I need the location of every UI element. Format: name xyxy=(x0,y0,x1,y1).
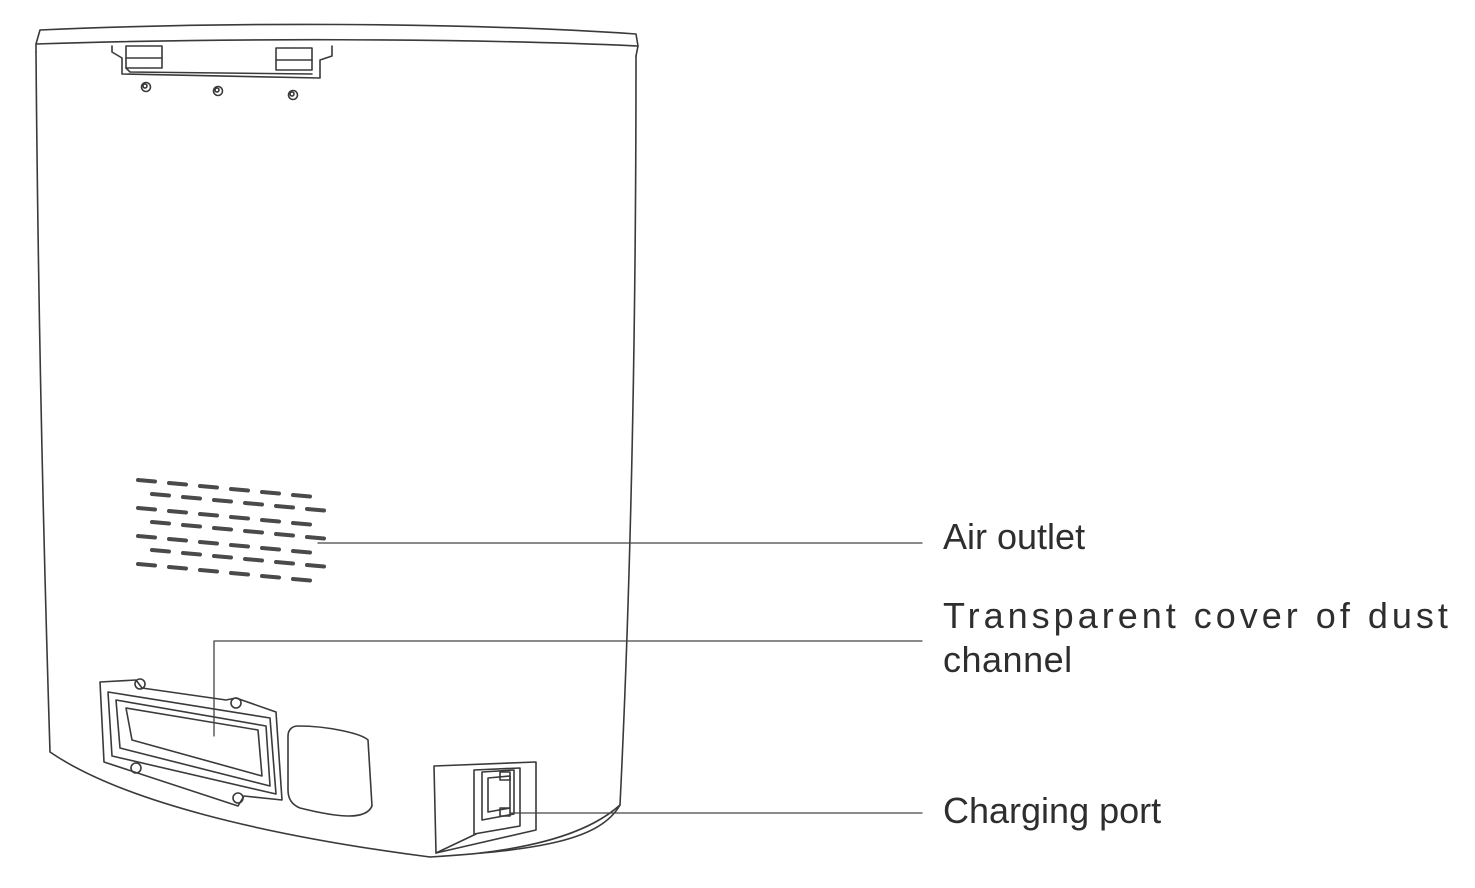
vent-slot xyxy=(260,574,281,580)
charging-port-socket xyxy=(433,761,537,854)
vent-slot xyxy=(305,535,326,541)
vent-slot xyxy=(181,523,202,529)
vent-slot xyxy=(291,493,312,499)
vent-slot xyxy=(229,487,250,493)
vent-slot xyxy=(212,526,233,532)
vent-slot xyxy=(305,507,326,513)
vent-slot xyxy=(150,492,171,498)
vent-slot xyxy=(243,501,264,507)
dust-channel-cover xyxy=(99,678,283,807)
side-panel xyxy=(287,725,373,817)
vent-slot xyxy=(136,562,157,568)
vent-slot xyxy=(212,554,233,560)
vent-slot xyxy=(181,551,202,557)
vent-slot xyxy=(274,560,295,566)
lid-hinge xyxy=(111,45,333,79)
air-outlet-vents xyxy=(136,478,326,583)
vent-slot xyxy=(291,521,312,527)
vent-slot xyxy=(136,506,157,512)
vent-slot xyxy=(229,515,250,521)
vent-slot xyxy=(305,563,326,569)
vent-slot xyxy=(181,495,202,501)
vent-slot xyxy=(243,557,264,563)
vent-slot xyxy=(167,481,188,487)
vent-slot xyxy=(243,529,264,535)
vent-slot xyxy=(229,543,250,549)
leader-dust-channel xyxy=(213,640,923,737)
vent-slot xyxy=(260,518,281,524)
dust-channel-cover-label-line1: Transparent cover of dust xyxy=(943,595,1452,636)
vent-slot xyxy=(150,520,171,526)
station-lid xyxy=(35,23,639,57)
vent-slot xyxy=(274,504,295,510)
vent-slot xyxy=(198,540,219,546)
dust-channel-cover-label: Transparent cover of dust channel xyxy=(943,594,1452,682)
vent-slot xyxy=(198,484,219,490)
dust-channel-cover-label-line2: channel xyxy=(943,639,1073,680)
vent-slot xyxy=(291,577,312,583)
vent-slot xyxy=(260,546,281,552)
vent-slot xyxy=(198,512,219,518)
vent-slot xyxy=(274,532,295,538)
vent-slot xyxy=(229,571,250,577)
callout-leaders xyxy=(213,542,923,814)
vent-slot xyxy=(150,548,171,554)
vent-slot xyxy=(291,549,312,555)
air-outlet-label: Air outlet xyxy=(943,516,1086,557)
vent-slot xyxy=(198,568,219,574)
vent-slot xyxy=(167,537,188,543)
vent-slot xyxy=(136,478,157,484)
vent-slot xyxy=(212,498,233,504)
vent-slot xyxy=(260,490,281,496)
vent-slot xyxy=(167,509,188,515)
station-body xyxy=(35,51,637,858)
charging-port-label: Charging port xyxy=(943,790,1162,831)
vent-slot xyxy=(136,534,157,540)
screw-holes xyxy=(140,81,299,101)
vent-slot xyxy=(167,565,188,571)
